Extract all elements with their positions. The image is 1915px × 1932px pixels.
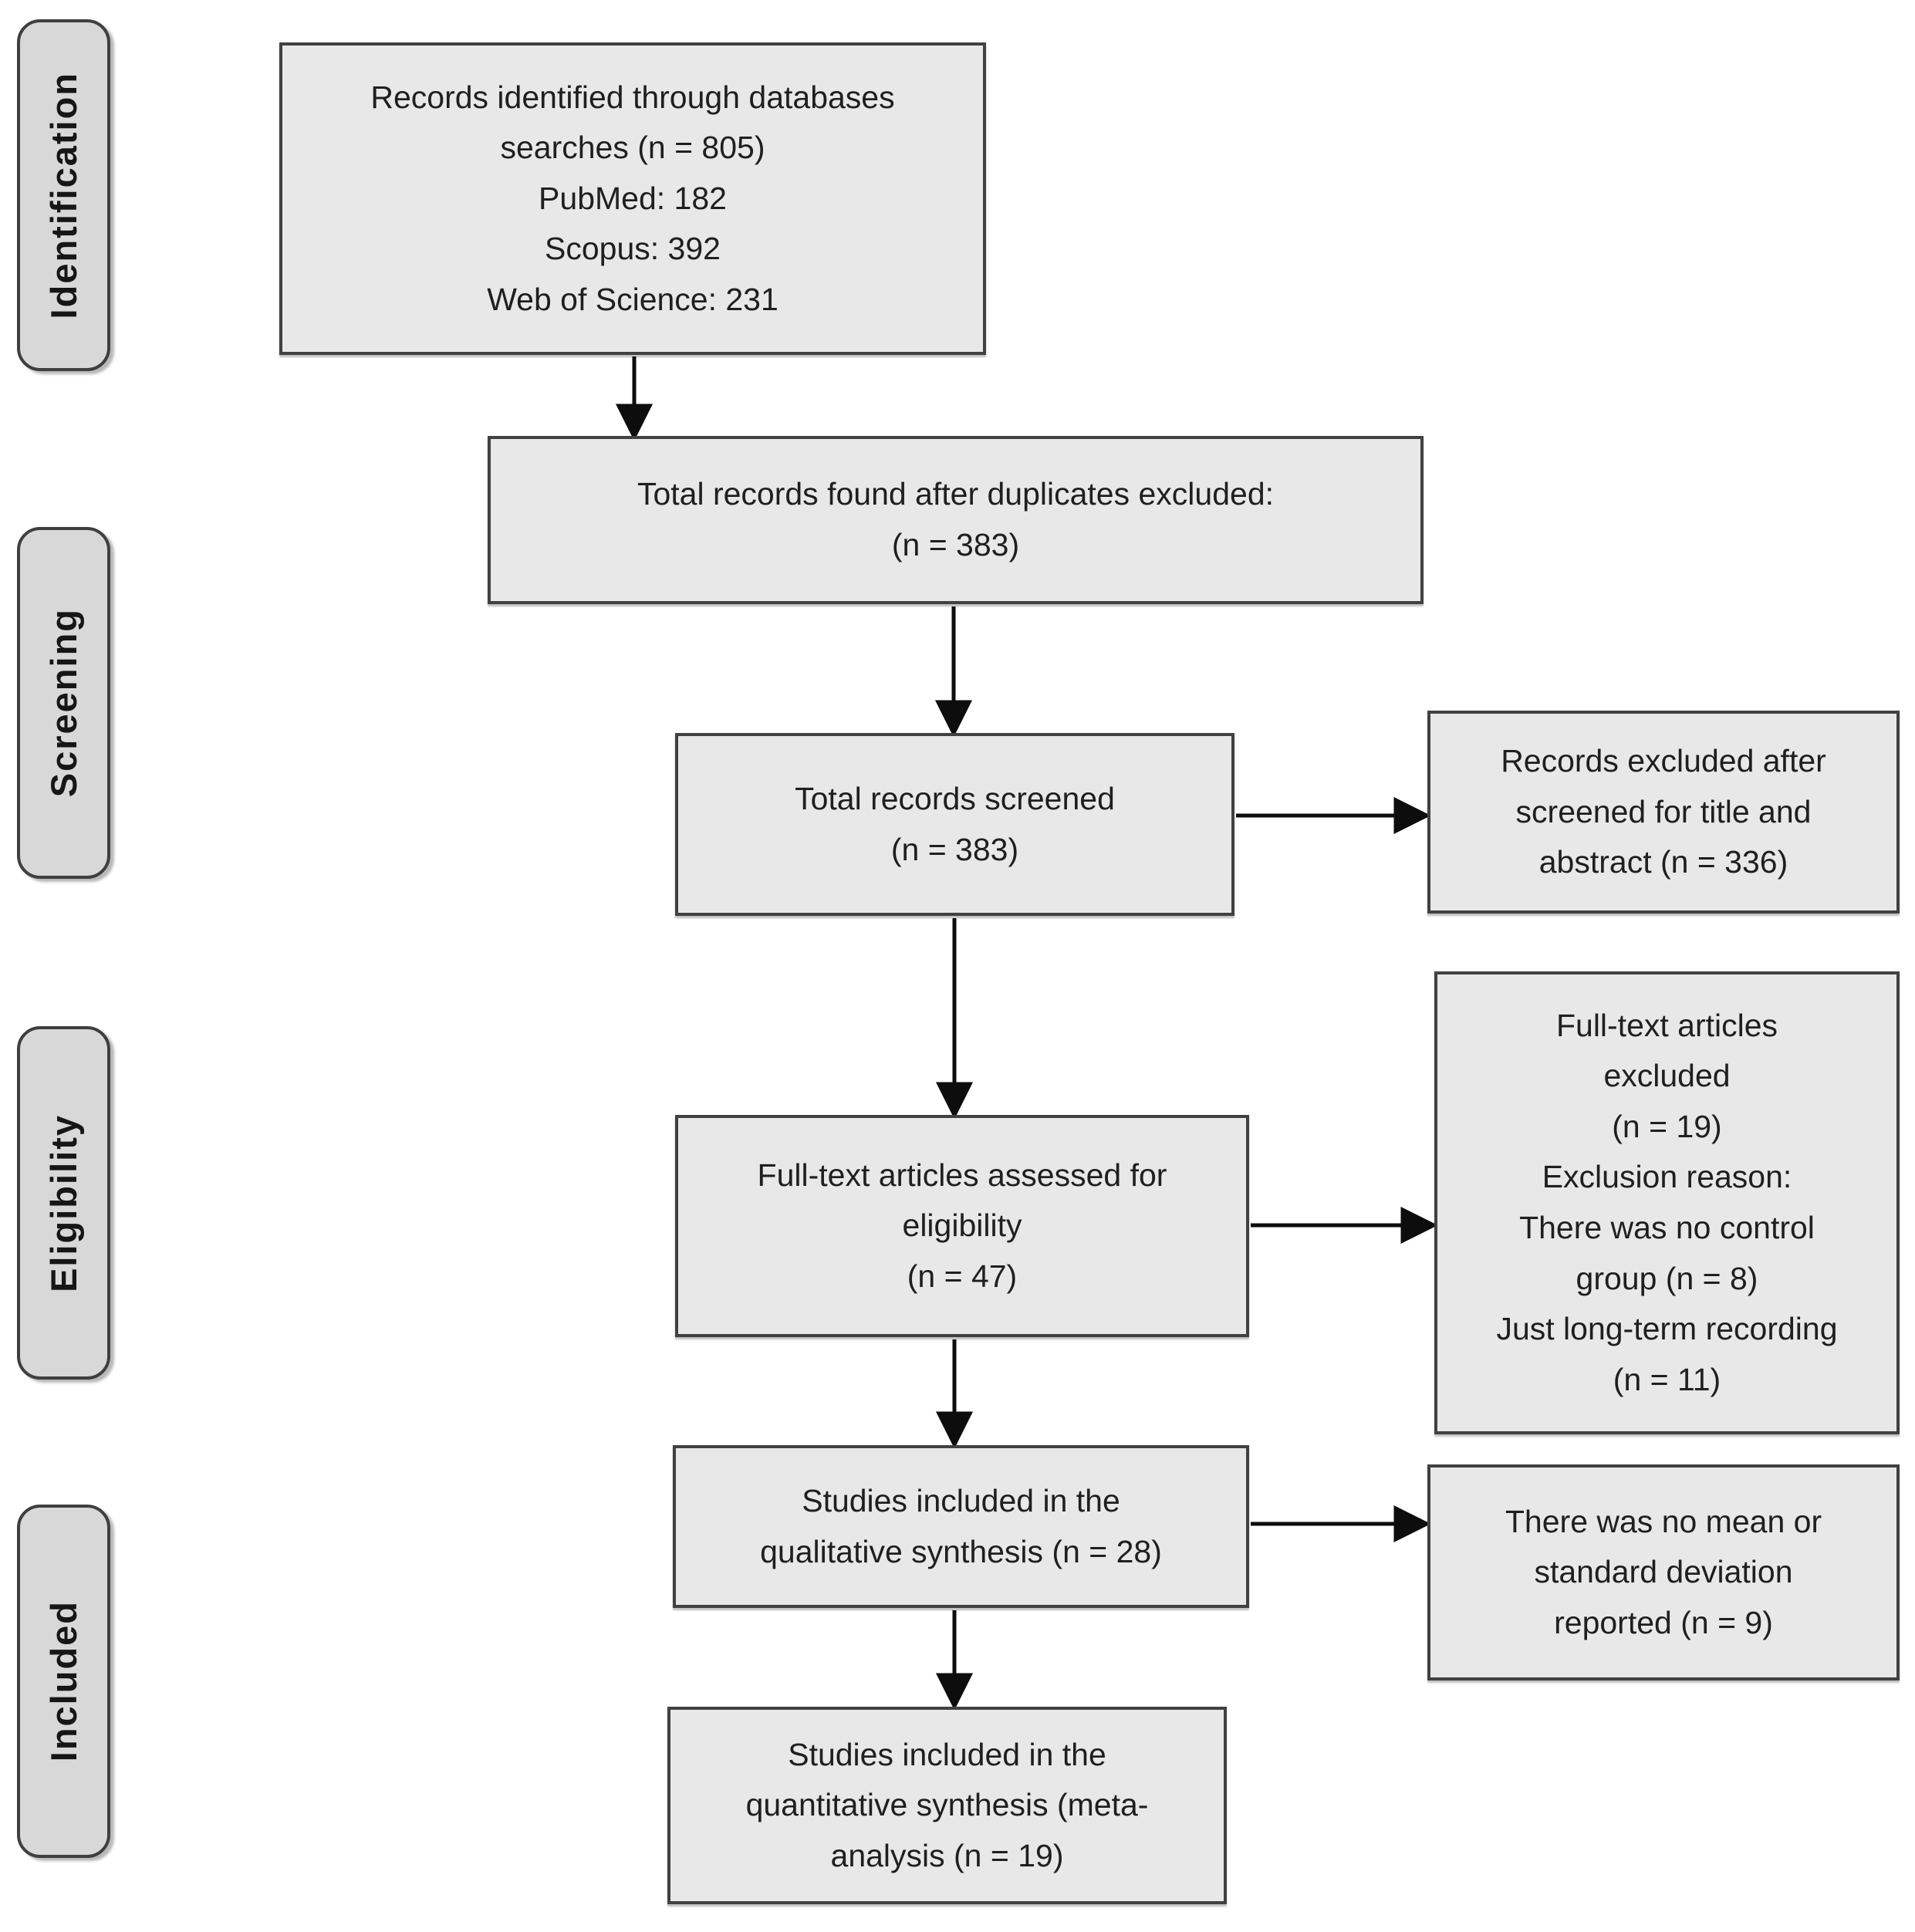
box-text-line: Exclusion reason: xyxy=(1542,1159,1792,1195)
box-text-line: qualitative synthesis (n = 28) xyxy=(760,1533,1162,1569)
box-text-line: eligibility xyxy=(902,1208,1022,1244)
box-text-line: Total records found after duplicates exc… xyxy=(637,476,1275,512)
stage-label-screening: Screening xyxy=(17,527,110,879)
box-text-line: (n = 47) xyxy=(907,1258,1018,1294)
arrowhead-qualitative-to-nomean xyxy=(1393,1505,1431,1543)
box-text-line: (n = 19) xyxy=(1612,1108,1722,1144)
box-fulltext-excluded: Full-text articles excluded (n = 19) Exc… xyxy=(1434,971,1900,1434)
box-no-mean-sd: There was no mean or standard deviation … xyxy=(1427,1464,1900,1680)
box-text-line: There was no mean or xyxy=(1505,1503,1822,1539)
box-records-screened: Total records screened (n = 383) xyxy=(675,733,1234,916)
arrowhead-qualitative-to-quantitative xyxy=(935,1673,974,1711)
box-text-line: Total records screened xyxy=(795,780,1115,816)
box-text-line: PubMed: 182 xyxy=(539,180,727,216)
box-fulltext-assessed: Full-text articles assessed for eligibil… xyxy=(675,1115,1249,1337)
arrowhead-screened-to-excluded xyxy=(1393,796,1431,835)
box-text-line: (n = 11) xyxy=(1613,1361,1721,1397)
box-text-line: (n = 383) xyxy=(891,527,1020,562)
box-text-line: standard deviation xyxy=(1534,1554,1793,1590)
arrowhead-fulltext-to-qualitative xyxy=(935,1411,974,1449)
stage-label-identification: Identification xyxy=(17,19,110,371)
box-text-line: reported (n = 9) xyxy=(1554,1604,1773,1640)
box-text-line: There was no control xyxy=(1519,1210,1815,1245)
stage-label-text: Identification xyxy=(43,71,84,319)
box-text-line: excluded xyxy=(1603,1058,1731,1094)
box-text-line: abstract (n = 336) xyxy=(1538,844,1788,880)
stage-label-text: Screening xyxy=(43,608,84,798)
box-text-line: Studies included in the xyxy=(788,1736,1106,1772)
stage-label-eligibility: Eligibility xyxy=(17,1026,110,1380)
arrowhead-screened-to-fulltext xyxy=(935,1082,974,1120)
box-text-line: quantitative synthesis (meta- xyxy=(745,1787,1149,1823)
stage-label-included: Included xyxy=(17,1505,110,1858)
box-text-line: analysis (n = 19) xyxy=(830,1837,1064,1873)
box-text-line: searches (n = 805) xyxy=(500,130,765,166)
box-records-identified: Records identified through databases sea… xyxy=(279,42,986,355)
box-text-line: Full-text articles assessed for xyxy=(757,1157,1167,1193)
box-text-line: Web of Science: 231 xyxy=(487,281,778,317)
box-text-line: Scopus: 392 xyxy=(545,231,721,267)
box-qualitative-synthesis: Studies included in the qualitative synt… xyxy=(673,1445,1249,1608)
arrowhead-fulltext-to-ftexcluded xyxy=(1400,1206,1438,1245)
box-text-line: Just long-term recording xyxy=(1496,1311,1838,1347)
box-duplicates-excluded: Total records found after duplicates exc… xyxy=(488,436,1424,604)
arrowhead-identified-to-duplicates xyxy=(615,404,654,441)
box-text-line: (n = 383) xyxy=(890,831,1019,867)
box-text-line: Studies included in the xyxy=(802,1482,1120,1518)
box-text-line: screened for title and xyxy=(1515,793,1812,829)
stage-label-text: Eligibility xyxy=(43,1113,84,1292)
box-text-line: Records excluded after xyxy=(1501,743,1826,779)
box-text-line: Records identified through databases xyxy=(370,79,895,115)
box-quantitative-synthesis: Studies included in the quantitative syn… xyxy=(667,1707,1227,1904)
stage-label-text: Included xyxy=(43,1600,84,1762)
box-text-line: Full-text articles xyxy=(1555,1007,1778,1043)
box-records-excluded: Records excluded after screened for titl… xyxy=(1427,711,1900,914)
box-text-line: group (n = 8) xyxy=(1576,1260,1758,1296)
arrowhead-duplicates-to-screened xyxy=(934,700,973,738)
